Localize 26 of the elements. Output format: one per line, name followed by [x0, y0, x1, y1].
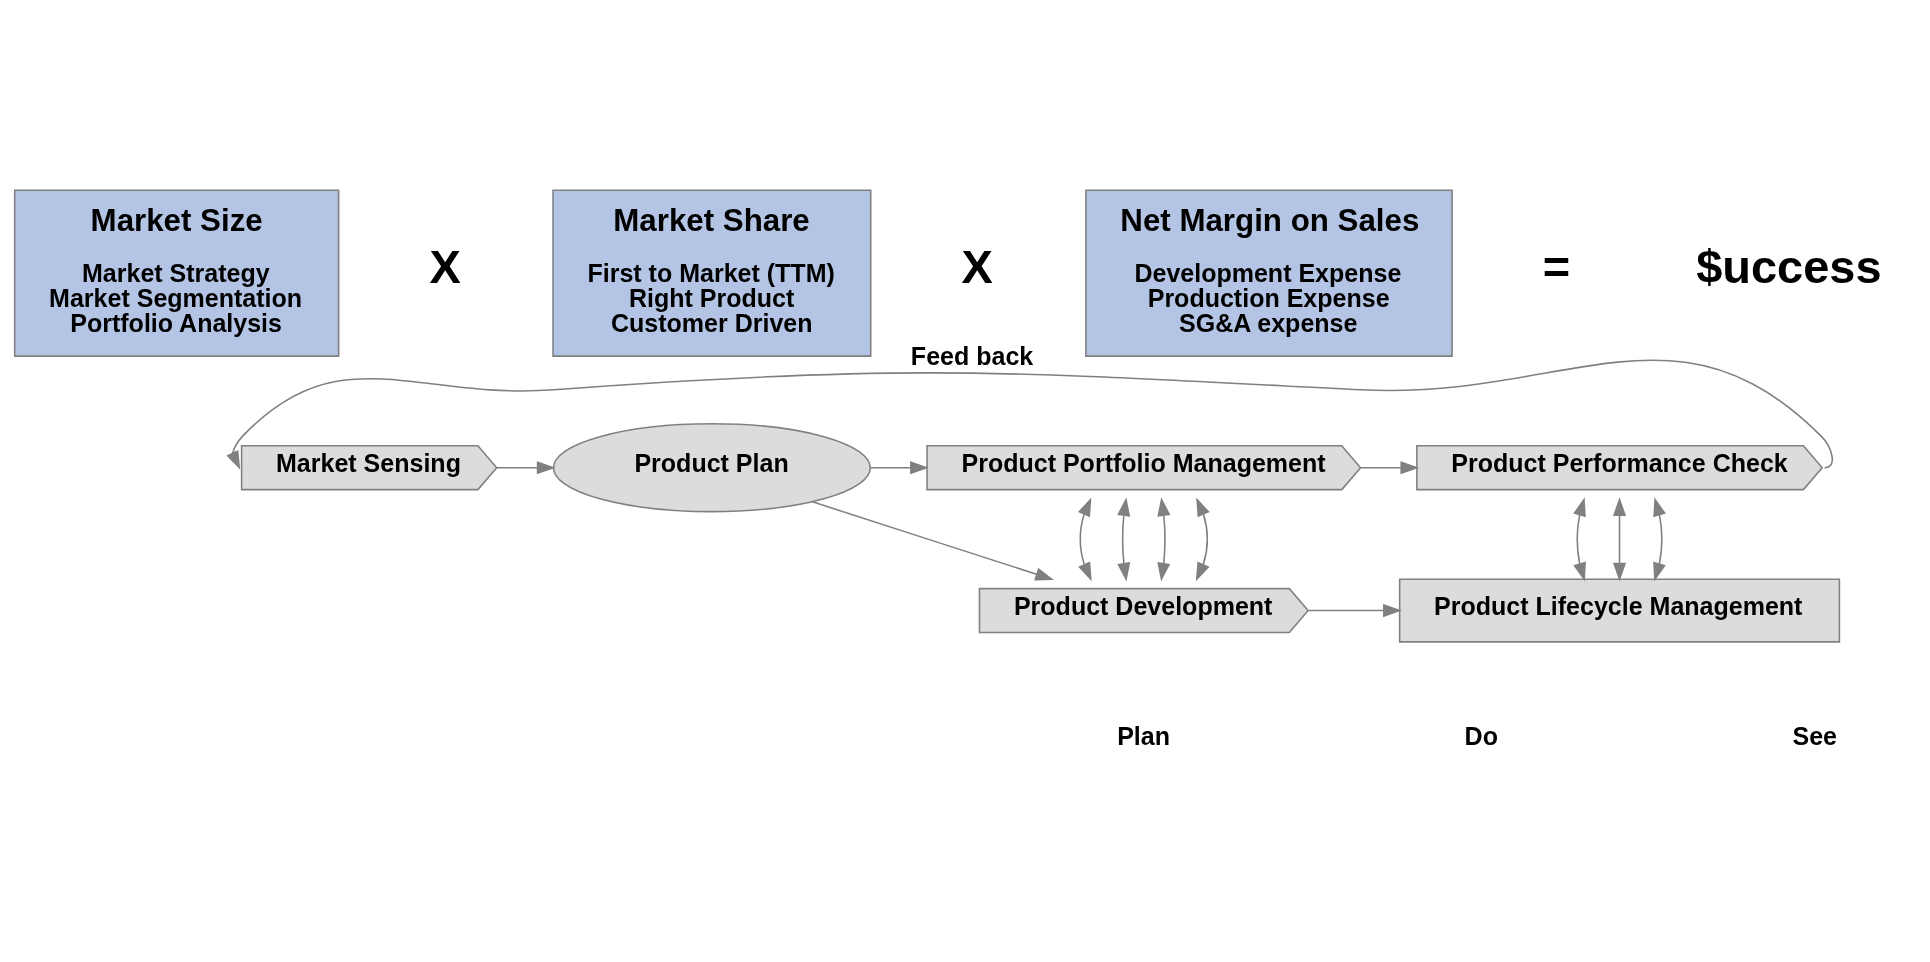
label: X — [961, 241, 993, 294]
label: X — [429, 241, 461, 294]
node-box: Market Share First to Market (TTM) Right Product Customer Driven — [552, 189, 872, 357]
arrow — [1307, 604, 1402, 618]
label: $uccess — [1696, 241, 1882, 294]
node-box: Net Margin on Sales Development Expense Production Expense SG&A expense — [1085, 189, 1453, 357]
label: See — [1792, 721, 1837, 750]
arrow — [869, 461, 929, 475]
label: Do — [1464, 721, 1498, 750]
arrow — [811, 501, 1054, 581]
node-ellipse: Product Plan — [552, 423, 872, 513]
arrow — [1653, 497, 1666, 582]
label: Plan — [1117, 721, 1171, 750]
node-box: Market Size Market Strategy Market Segmentation Portfolio Analysis — [13, 189, 340, 357]
arrow — [1077, 497, 1092, 582]
arrow — [226, 359, 1834, 470]
arrow — [1195, 497, 1210, 582]
arrow — [496, 461, 556, 475]
node-box: Product Lifecycle Management — [1398, 578, 1841, 643]
label: = — [1542, 241, 1571, 294]
arrow — [1359, 461, 1420, 475]
arrow — [1157, 497, 1171, 582]
arrow — [1573, 497, 1586, 582]
arrow — [1612, 497, 1627, 582]
edge-label: Feed back — [910, 341, 1034, 370]
arrow — [1117, 497, 1131, 582]
